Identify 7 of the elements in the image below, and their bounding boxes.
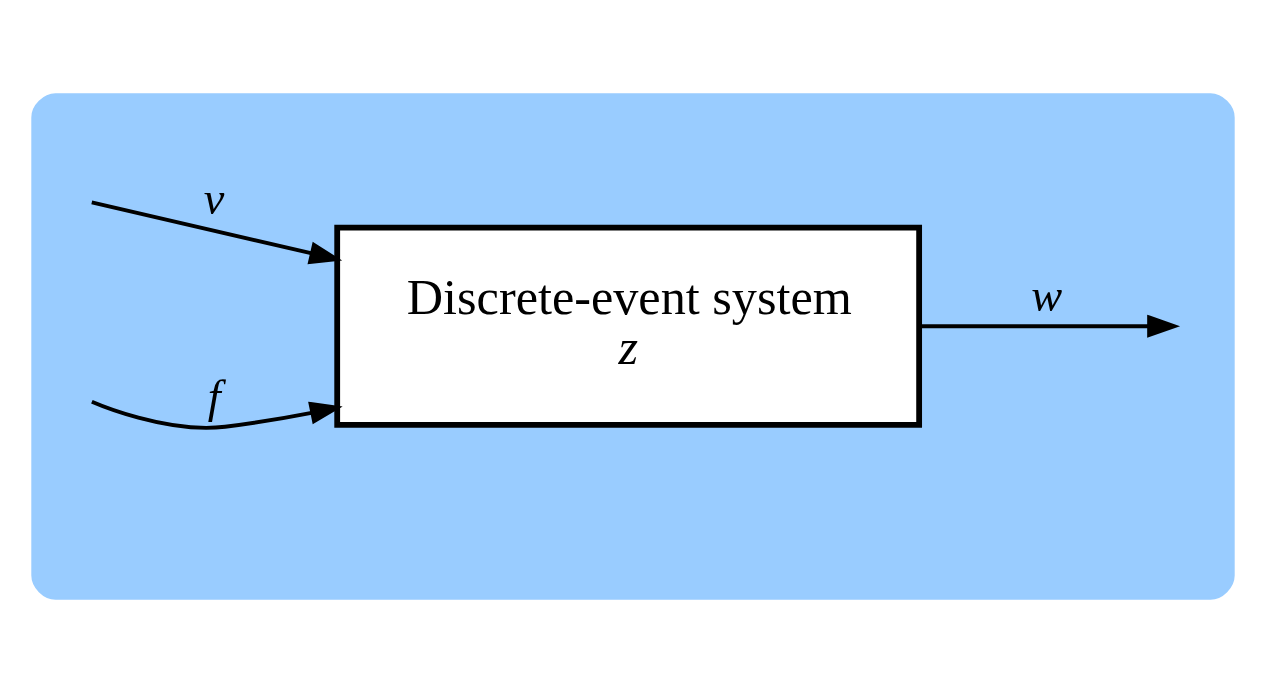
arrow: [91, 399, 343, 430]
node-box: Discrete-event system z: [334, 224, 923, 428]
edge-label: w: [1031, 270, 1063, 322]
edge-label: v: [203, 173, 225, 225]
arrow: [919, 314, 1181, 338]
cluster: [31, 93, 1235, 600]
arrow: [91, 200, 343, 265]
